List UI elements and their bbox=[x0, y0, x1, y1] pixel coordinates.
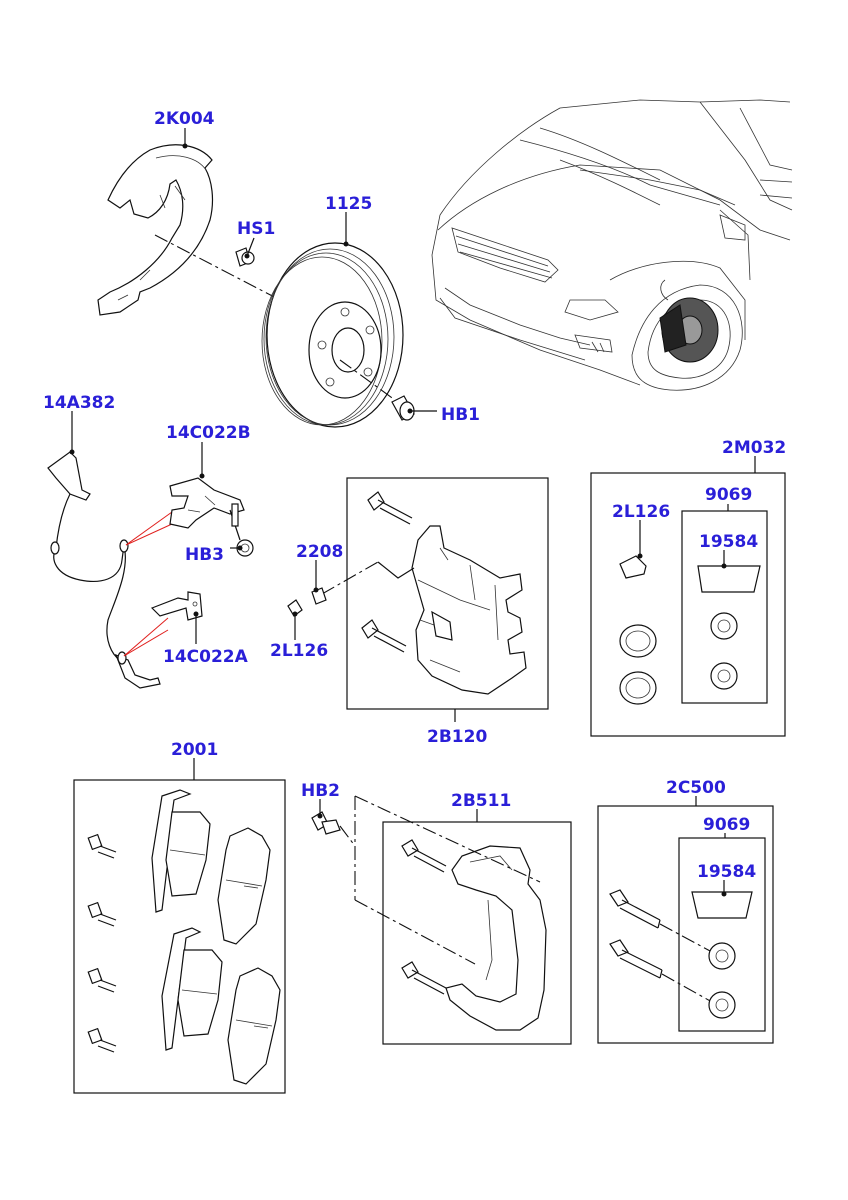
callout-2001: 2001 bbox=[171, 740, 218, 760]
seal-kit-parts bbox=[619, 555, 761, 705]
abs-sensor bbox=[47, 451, 173, 689]
bracket-14c022a bbox=[150, 591, 203, 621]
dust-shield bbox=[97, 144, 281, 316]
bolt-hb2 bbox=[311, 811, 341, 835]
vehicle-illustration bbox=[431, 99, 793, 391]
callout-14c022a: 14C022A bbox=[163, 647, 249, 667]
callout-14a382: 14A382 bbox=[43, 393, 115, 413]
bleed-cap bbox=[287, 599, 303, 617]
callout-19584-b: 19584 bbox=[697, 862, 756, 882]
caliper bbox=[321, 491, 527, 695]
guide-pin-box bbox=[597, 805, 774, 1044]
pads-box bbox=[73, 779, 286, 1094]
callout-2l126-kit: 2L126 bbox=[612, 502, 670, 522]
caliper-box bbox=[346, 477, 549, 710]
callout-hs1: HS1 bbox=[237, 219, 275, 239]
callout-2b511: 2B511 bbox=[451, 791, 511, 811]
callout-2k004: 2K004 bbox=[154, 109, 215, 129]
brake-disc bbox=[261, 242, 404, 428]
bolt-hb3 bbox=[236, 539, 254, 557]
callout-2c500: 2C500 bbox=[666, 778, 726, 798]
guide-pins bbox=[609, 889, 753, 1019]
bracket-14c022b bbox=[169, 477, 245, 541]
guide-kit-box-b bbox=[678, 837, 766, 1032]
callout-1125: 1125 bbox=[325, 194, 372, 214]
bolt-hb1 bbox=[391, 395, 415, 421]
callout-2b120: 2B120 bbox=[427, 727, 487, 747]
caliper-carrier bbox=[339, 795, 547, 1031]
callout-2208: 2208 bbox=[296, 542, 343, 562]
callout-hb2: HB2 bbox=[301, 781, 340, 801]
leader-lines bbox=[69, 128, 756, 897]
callout-14c022b: 14C022B bbox=[166, 423, 251, 443]
callout-hb1: HB1 bbox=[441, 405, 480, 425]
callout-2l126-caliper: 2L126 bbox=[270, 641, 328, 661]
guide-kit-box-a bbox=[681, 510, 768, 704]
callout-9069-a: 9069 bbox=[705, 485, 752, 505]
seal-kit-box bbox=[590, 472, 786, 737]
callout-2m032: 2M032 bbox=[722, 438, 786, 458]
brake-pads bbox=[87, 789, 281, 1085]
callout-hb3: HB3 bbox=[185, 545, 224, 565]
callout-9069-b: 9069 bbox=[703, 815, 750, 835]
callout-19584-a: 19584 bbox=[699, 532, 758, 552]
